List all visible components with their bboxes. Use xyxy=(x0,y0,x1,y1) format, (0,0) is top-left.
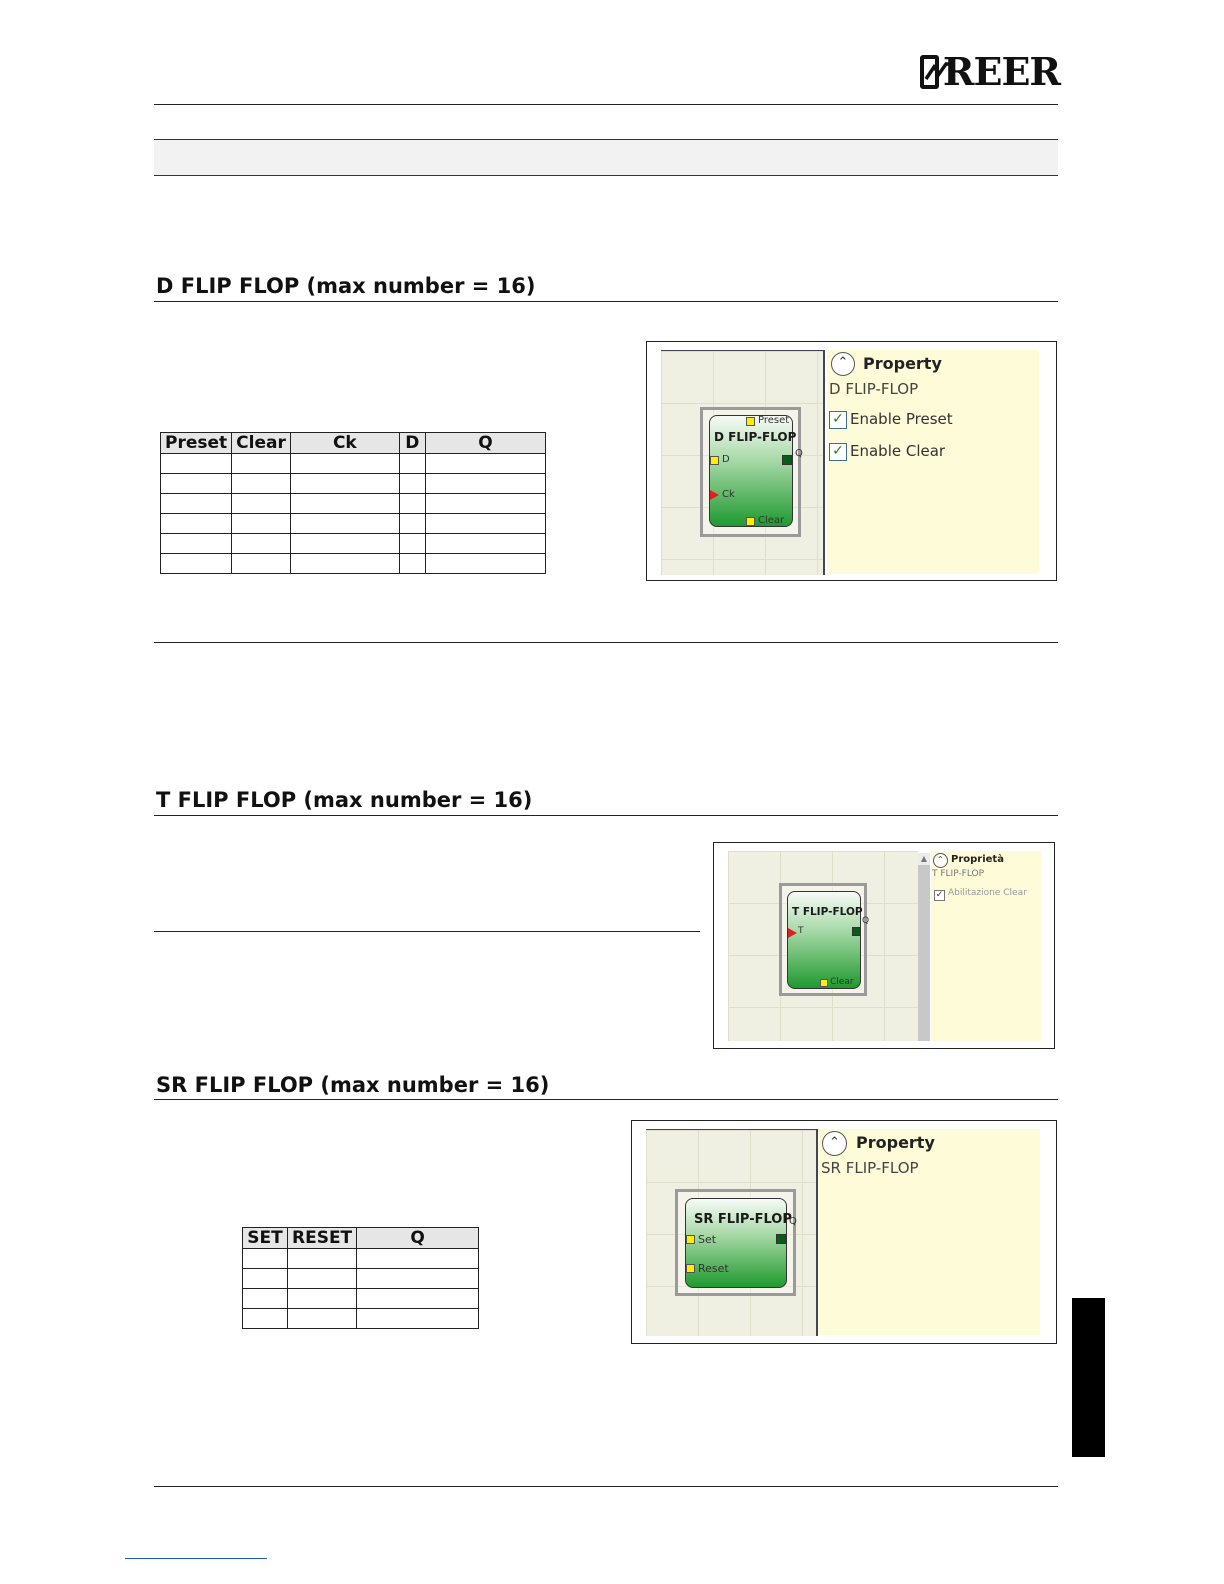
table-row xyxy=(242,1248,479,1269)
abilitazione-clear-label: Abilitazione Clear xyxy=(948,888,1027,898)
section-title-bar xyxy=(154,139,1058,176)
property-subtitle: SR FLIP-FLOP xyxy=(821,1159,919,1177)
enable-clear-label: Enable Clear xyxy=(850,442,946,460)
footer-rule xyxy=(154,1486,1058,1487)
canvas-grid xyxy=(646,1129,818,1336)
vertical-scrollbar[interactable]: ▲ xyxy=(918,853,930,1041)
set-pin[interactable] xyxy=(686,1235,695,1244)
abilitazione-clear-checkbox[interactable]: ✓ xyxy=(934,890,945,901)
d-flip-flop-block[interactable]: D FLIP-FLOP Preset D Ck Clear xyxy=(709,415,797,527)
table-row xyxy=(159,553,547,574)
q-pin-label: Q xyxy=(795,448,803,459)
sr-flip-flop-heading: SR FLIP FLOP (max number = 16) xyxy=(156,1073,550,1097)
set-pin-label: Set xyxy=(698,1233,717,1246)
text-rule xyxy=(154,931,700,932)
clear-pin[interactable] xyxy=(746,517,755,526)
block-selection[interactable]: T FLIP-FLOP T Clear Q xyxy=(779,883,870,996)
property-panel: ⌃ Property D FLIP-FLOP ✓ Enable Preset ✓… xyxy=(827,350,1039,574)
chevron-up-icon[interactable]: ⌃ xyxy=(822,1131,847,1156)
ck-pin-label: Ck xyxy=(722,489,735,500)
col-d: D xyxy=(398,432,426,454)
table-row xyxy=(159,533,547,554)
block-title: D FLIP-FLOP xyxy=(714,430,797,444)
table-row xyxy=(159,493,547,514)
t-flip-flop-block[interactable]: T FLIP-FLOP T Clear xyxy=(787,891,863,989)
col-q: Q xyxy=(424,432,547,454)
table-row xyxy=(242,1308,479,1329)
logo-text: REER xyxy=(942,49,1061,94)
clear-pin-label: Clear xyxy=(758,515,785,526)
property-title: Proprietà xyxy=(951,854,1004,865)
d-truth-table: Preset Clear Ck D Q xyxy=(159,432,547,574)
block-title: T FLIP-FLOP xyxy=(792,906,863,918)
table-row xyxy=(242,1268,479,1289)
scroll-up-icon[interactable]: ▲ xyxy=(918,853,930,865)
table-row xyxy=(159,453,547,474)
block-selection[interactable]: SR FLIP-FLOP Set Reset Q xyxy=(675,1189,797,1296)
d-flip-flop-screenshot: D FLIP-FLOP Preset D Ck Clear Q ⌃ Proper… xyxy=(646,341,1057,581)
reer-logo: REER xyxy=(920,49,1061,94)
footnote-link[interactable] xyxy=(125,1558,267,1559)
col-preset: Preset xyxy=(159,432,233,454)
col-q: Q xyxy=(356,1227,479,1249)
t-pin-label: T xyxy=(798,926,804,936)
reset-pin[interactable] xyxy=(686,1264,695,1273)
block-selection[interactable]: D FLIP-FLOP Preset D Ck Clear Q xyxy=(700,407,803,537)
sr-flip-flop-screenshot: SR FLIP-FLOP Set Reset Q ⌃ Property SR F… xyxy=(631,1120,1057,1344)
clear-pin-label: Clear xyxy=(830,977,854,987)
property-title: Property xyxy=(863,354,942,373)
property-panel: ⌃ Proprietà T FLIP-FLOP ✓ Abilitazione C… xyxy=(931,851,1041,1041)
clock-pin-icon[interactable] xyxy=(710,490,719,500)
preset-pin-label: Preset xyxy=(758,415,790,426)
heading-rule xyxy=(154,1099,1058,1100)
table-row xyxy=(242,1288,479,1309)
col-clear: Clear xyxy=(231,432,291,454)
block-title: SR FLIP-FLOP xyxy=(694,1212,792,1227)
t-flip-flop-heading: T FLIP FLOP (max number = 16) xyxy=(156,788,533,812)
enable-clear-checkbox[interactable]: ✓ xyxy=(829,443,847,461)
reset-pin-label: Reset xyxy=(698,1262,729,1275)
chevron-up-icon[interactable]: ⌃ xyxy=(933,853,948,868)
reer-logo-icon xyxy=(920,55,950,89)
chapter-side-tab xyxy=(1072,1298,1105,1457)
header-rule xyxy=(154,104,1058,105)
section-divider xyxy=(154,642,1058,643)
heading-rule xyxy=(154,815,1058,816)
enable-preset-checkbox[interactable]: ✓ xyxy=(829,411,847,429)
property-subtitle: T FLIP-FLOP xyxy=(932,869,985,879)
clear-pin[interactable] xyxy=(820,979,828,987)
col-reset: RESET xyxy=(286,1227,358,1249)
q-pin-label: Q xyxy=(862,916,870,926)
sr-flip-flop-block[interactable]: SR FLIP-FLOP Set Reset xyxy=(685,1198,792,1288)
q-output-pin[interactable] xyxy=(852,927,861,936)
preset-pin[interactable] xyxy=(746,417,755,426)
toggle-pin-icon[interactable] xyxy=(788,928,797,938)
property-subtitle: D FLIP-FLOP xyxy=(829,380,919,398)
property-title: Property xyxy=(856,1133,935,1152)
q-output-pin[interactable] xyxy=(782,455,792,465)
enable-preset-label: Enable Preset xyxy=(850,410,953,428)
d-pin[interactable] xyxy=(710,456,719,465)
table-row xyxy=(159,473,547,494)
col-ck: Ck xyxy=(289,432,400,454)
heading-rule xyxy=(154,301,1058,302)
chevron-up-icon[interactable]: ⌃ xyxy=(831,352,855,376)
d-flip-flop-heading: D FLIP FLOP (max number = 16) xyxy=(156,274,536,298)
sr-truth-table: SET RESET Q xyxy=(242,1227,479,1329)
table-row xyxy=(159,513,547,534)
q-pin-label: Q xyxy=(789,1216,797,1227)
q-output-pin[interactable] xyxy=(776,1234,786,1244)
property-panel: ⌃ Property SR FLIP-FLOP xyxy=(818,1129,1040,1335)
col-set: SET xyxy=(242,1227,288,1249)
t-flip-flop-screenshot: T FLIP-FLOP T Clear Q ▲ ⌃ Proprietà T FL… xyxy=(713,842,1055,1049)
d-pin-label: D xyxy=(722,454,730,465)
